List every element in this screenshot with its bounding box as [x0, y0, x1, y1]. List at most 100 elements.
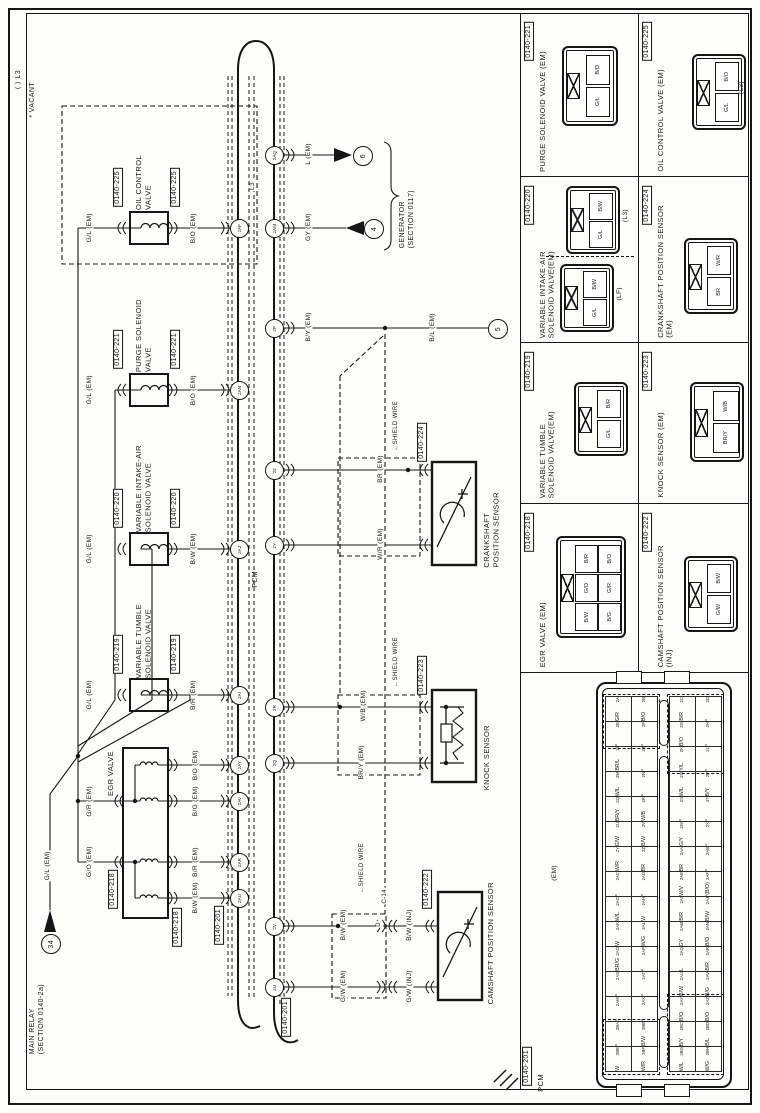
pcm-pin-cell-2ac: 2AC*: [605, 871, 632, 897]
wire-oil-gl: G/L (EM): [86, 212, 94, 244]
arrow-main-relay: [44, 910, 56, 932]
wire-purge-gl: G/L (EM): [86, 374, 94, 406]
code-oil-right: 0140-225: [168, 162, 182, 212]
code-knock: 0140-223: [415, 650, 429, 700]
panel-code-0140-223: 0140-223: [640, 346, 654, 396]
code-purge-right: 0140-221: [168, 324, 182, 374]
wire-egr-gr: G/R (EM): [86, 784, 94, 818]
wire-by-em: B/Y (EM): [305, 311, 313, 343]
purge-connector-face: B/O G/L: [562, 46, 618, 126]
knock-shield-label: ←SHIELD WIRE: [392, 637, 399, 687]
wire-knock-bry: BR/Y (EM): [358, 743, 366, 781]
panel-name-oil: OIL CONTROL VALVE (EM): [655, 69, 665, 172]
egr-valve-name: EGR VALVE: [106, 750, 116, 796]
code-oil-left: 0140-225: [111, 162, 125, 212]
code-cam: 0140-222: [420, 864, 434, 914]
pin-2z: 2Z: [265, 461, 284, 480]
pcm-pin-cell-2ba: 2BA*: [605, 1021, 632, 1047]
code-intake-right: 0140-220: [168, 483, 182, 533]
pin-2y: 2Y: [265, 536, 284, 555]
pin-2u: 2U: [265, 978, 284, 997]
pin-2r: 2R: [265, 698, 284, 717]
pcm-pin-cell-2af: 2AF*⟨B/O⟩: [695, 871, 722, 897]
code-bus-left: 0140-201: [212, 900, 226, 950]
panel-name-intake: VARIABLE INTAKE-AIR SOLENOID VALVE(EM): [538, 250, 556, 338]
wire-intake-gl: G/L (EM): [86, 533, 94, 565]
wire-bl-em: B/L (EM): [429, 311, 437, 343]
wire-egr-bg: B/G (EM): [192, 784, 200, 818]
c14-pin-letter: D: [375, 920, 383, 928]
pin-2ay: 2AY: [230, 756, 249, 775]
panel-row2-divider: [520, 342, 749, 343]
pin-2p: 2P: [265, 319, 284, 338]
panel-code-0140-219: 0140-219: [522, 346, 536, 396]
pcm-pin-cell-2as: 2AS*: [605, 971, 632, 997]
pcm-pin-cell-2n: 2N*: [631, 771, 658, 797]
wire-l-em: L (EM): [305, 142, 313, 166]
crank-shield-label: ←SHIELD WIRE: [392, 401, 399, 451]
pcm-pin-cell-2at: 2AT*: [631, 971, 658, 997]
pin-2ai: 2AI: [230, 686, 249, 705]
pcm-key-slot-bottom: [659, 1016, 669, 1068]
pcm-pin-cell-2s: 2S*: [669, 796, 696, 822]
valve-purge-name: PURGE SOLENOID VALVE: [133, 298, 152, 372]
panel-oil-note: (L3): [738, 81, 746, 95]
wire-cam-gw-em: G/W (EM): [340, 968, 348, 1004]
panel-intake-note-lf: (LF): [616, 287, 624, 301]
wire-purge-bo: B/O (EM): [190, 373, 198, 407]
pin-2am: 2AM: [265, 219, 284, 238]
component-boxes: [122, 211, 484, 1002]
panel-code-0140-221: 0140-221: [522, 16, 536, 66]
pcm-grid-harness-tag: (EM): [550, 865, 558, 881]
wire-egr-go: G/O (EM): [86, 845, 94, 879]
pcm-pin-cell-2l: 2L*: [695, 746, 722, 772]
panel-row1-divider: [520, 176, 749, 177]
code-crank: 0140-224: [415, 417, 429, 467]
l3-box-tag: L3: [249, 180, 257, 192]
pin-2aq: 2AQ: [265, 146, 284, 165]
ref-circle-6: 6: [353, 146, 373, 166]
arrow-to-generator-6: [334, 148, 352, 162]
wire-cam-bw-inj: B/W (INJ): [406, 908, 414, 942]
pcm-key-slot-top: [659, 700, 669, 746]
pin-2au: 2AU: [230, 889, 249, 908]
cam-shield-label: ←SHIELD WIRE: [358, 843, 365, 893]
pcm-key-slot-mid: [659, 756, 669, 1010]
panel-name-egr: EGR VALVE (EM): [537, 601, 547, 667]
wire-tumble-gl: G/L (EM): [86, 679, 94, 711]
panel-name-knock: KNOCK SENSOR (EM): [655, 412, 665, 498]
pcm-shell-tab-3: [616, 1084, 642, 1097]
tumble-connector-face: B/R G/L: [574, 382, 628, 456]
pcm-pin-cell-2ab: 2AB*: [695, 846, 722, 872]
pcm-pin-cell-2ad: 2AD*: [631, 871, 658, 897]
connector-dash-lines: [227, 76, 285, 1006]
pin-2q: 2Q: [265, 754, 284, 773]
intake-connector-face-l3: B/W G/L: [566, 186, 620, 254]
wire-knock-wb: W/B (EM): [360, 689, 368, 723]
pin-2an: 2AN: [230, 381, 249, 400]
pcm-pin-cell-2d: 2D*: [695, 696, 722, 722]
intake-connector-face-lf: B/W G/L: [560, 264, 614, 332]
knock-sensor-name: KNOCK SENSOR: [482, 724, 492, 790]
code-tumble-left: 0140-219: [111, 629, 125, 679]
wire-break-chevrons: [114, 148, 435, 994]
